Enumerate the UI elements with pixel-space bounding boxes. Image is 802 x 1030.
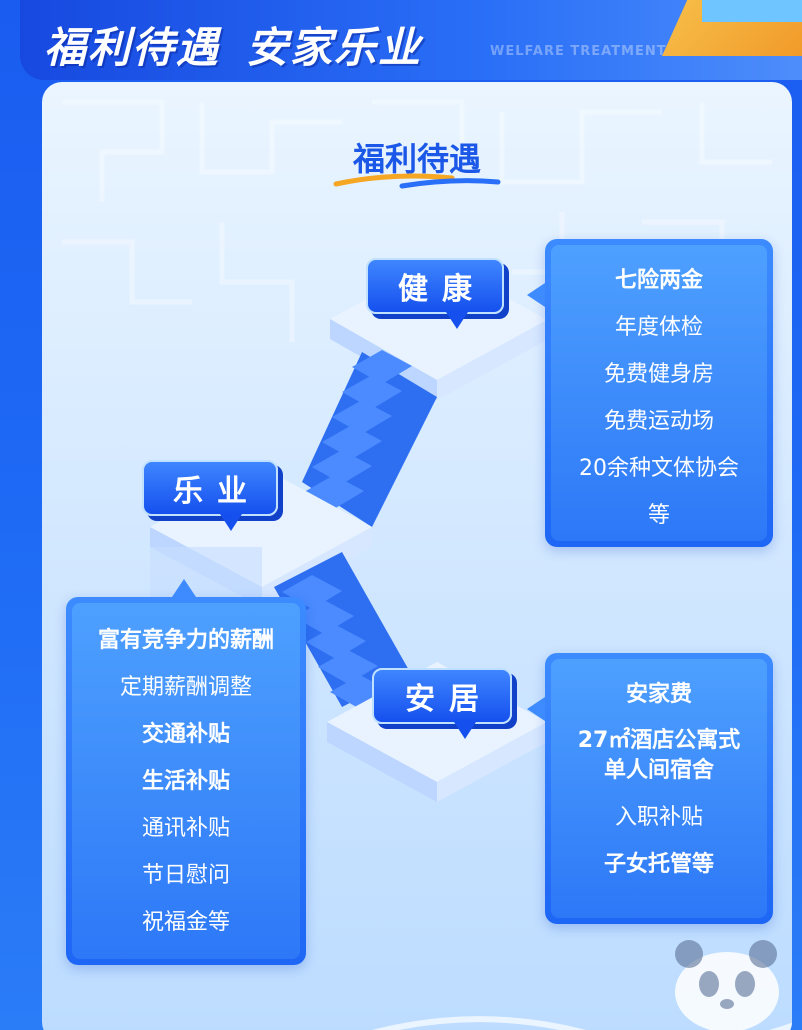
card-career-item: 祝福金等 (141, 910, 230, 935)
card-health-list: 七险两金 年度体检 免费健身房 免费运动场 20余种文体协会 等 (545, 239, 773, 539)
card-career: 富有竞争力的薪酬 定期薪酬调整 交通补贴 生活补贴 通讯补贴 节日慰问 祝福金等 (66, 579, 306, 965)
card-housing-item: 入职补贴 (614, 805, 703, 830)
panda-mascot-icon (675, 940, 779, 1030)
card-housing-item: 子女托管等 (603, 852, 714, 877)
card-health-pointer (527, 283, 545, 307)
card-career-pointer (172, 579, 196, 597)
card-housing-pointer (527, 697, 545, 721)
card-health-item: 免费健身房 (603, 362, 714, 387)
ground-wave-decoration (372, 1016, 792, 1030)
section-title: 福利待遇 (352, 140, 481, 178)
page-title: 福利待遇安家乐业 (44, 14, 422, 75)
card-housing-item: 单人间宿舍 (603, 758, 714, 783)
card-health-item: 年度体检 (614, 315, 703, 340)
card-health-item: 免费运动场 (603, 409, 714, 434)
card-housing: 安家费 27㎡酒店公寓式 单人间宿舍 入职补贴 子女托管等 (527, 653, 773, 924)
header-corner-accent (702, 0, 802, 22)
card-housing-item: 27㎡酒店公寓式 (577, 728, 741, 753)
card-housing-list: 安家费 27㎡酒店公寓式 单人间宿舍 入职补贴 子女托管等 (545, 653, 773, 888)
page-title-part1: 福利待遇 (44, 23, 221, 72)
card-health-item: 七险两金 (614, 268, 703, 293)
card-career-item: 生活补贴 (141, 769, 230, 794)
card-career-item: 节日慰问 (141, 863, 230, 888)
page-subtitle-en: WELFARE TREATMENT (490, 44, 667, 59)
card-career-list: 富有竞争力的薪酬 定期薪酬调整 交通补贴 生活补贴 通讯补贴 节日慰问 祝福金等 (66, 597, 306, 946)
page-title-part2: 安家乐业 (246, 23, 423, 72)
title-underline-decoration (333, 173, 501, 189)
tag-health: 健康 (366, 258, 504, 329)
card-health: 七险两金 年度体检 免费健身房 免费运动场 20余种文体协会 等 (527, 239, 773, 547)
tag-career: 乐业 (142, 460, 278, 531)
tag-housing: 安居 (372, 668, 512, 739)
card-housing-item: 安家费 (625, 682, 692, 707)
card-career-item: 通讯补贴 (141, 816, 230, 841)
card-health-item: 20余种文体协会 (579, 456, 739, 481)
card-career-item: 富有竞争力的薪酬 (97, 628, 274, 653)
content-panel: 福利待遇 (42, 82, 792, 1030)
card-career-item: 交通补贴 (141, 722, 230, 747)
card-career-item: 定期薪酬调整 (119, 675, 252, 700)
card-health-item: 等 (647, 503, 670, 528)
